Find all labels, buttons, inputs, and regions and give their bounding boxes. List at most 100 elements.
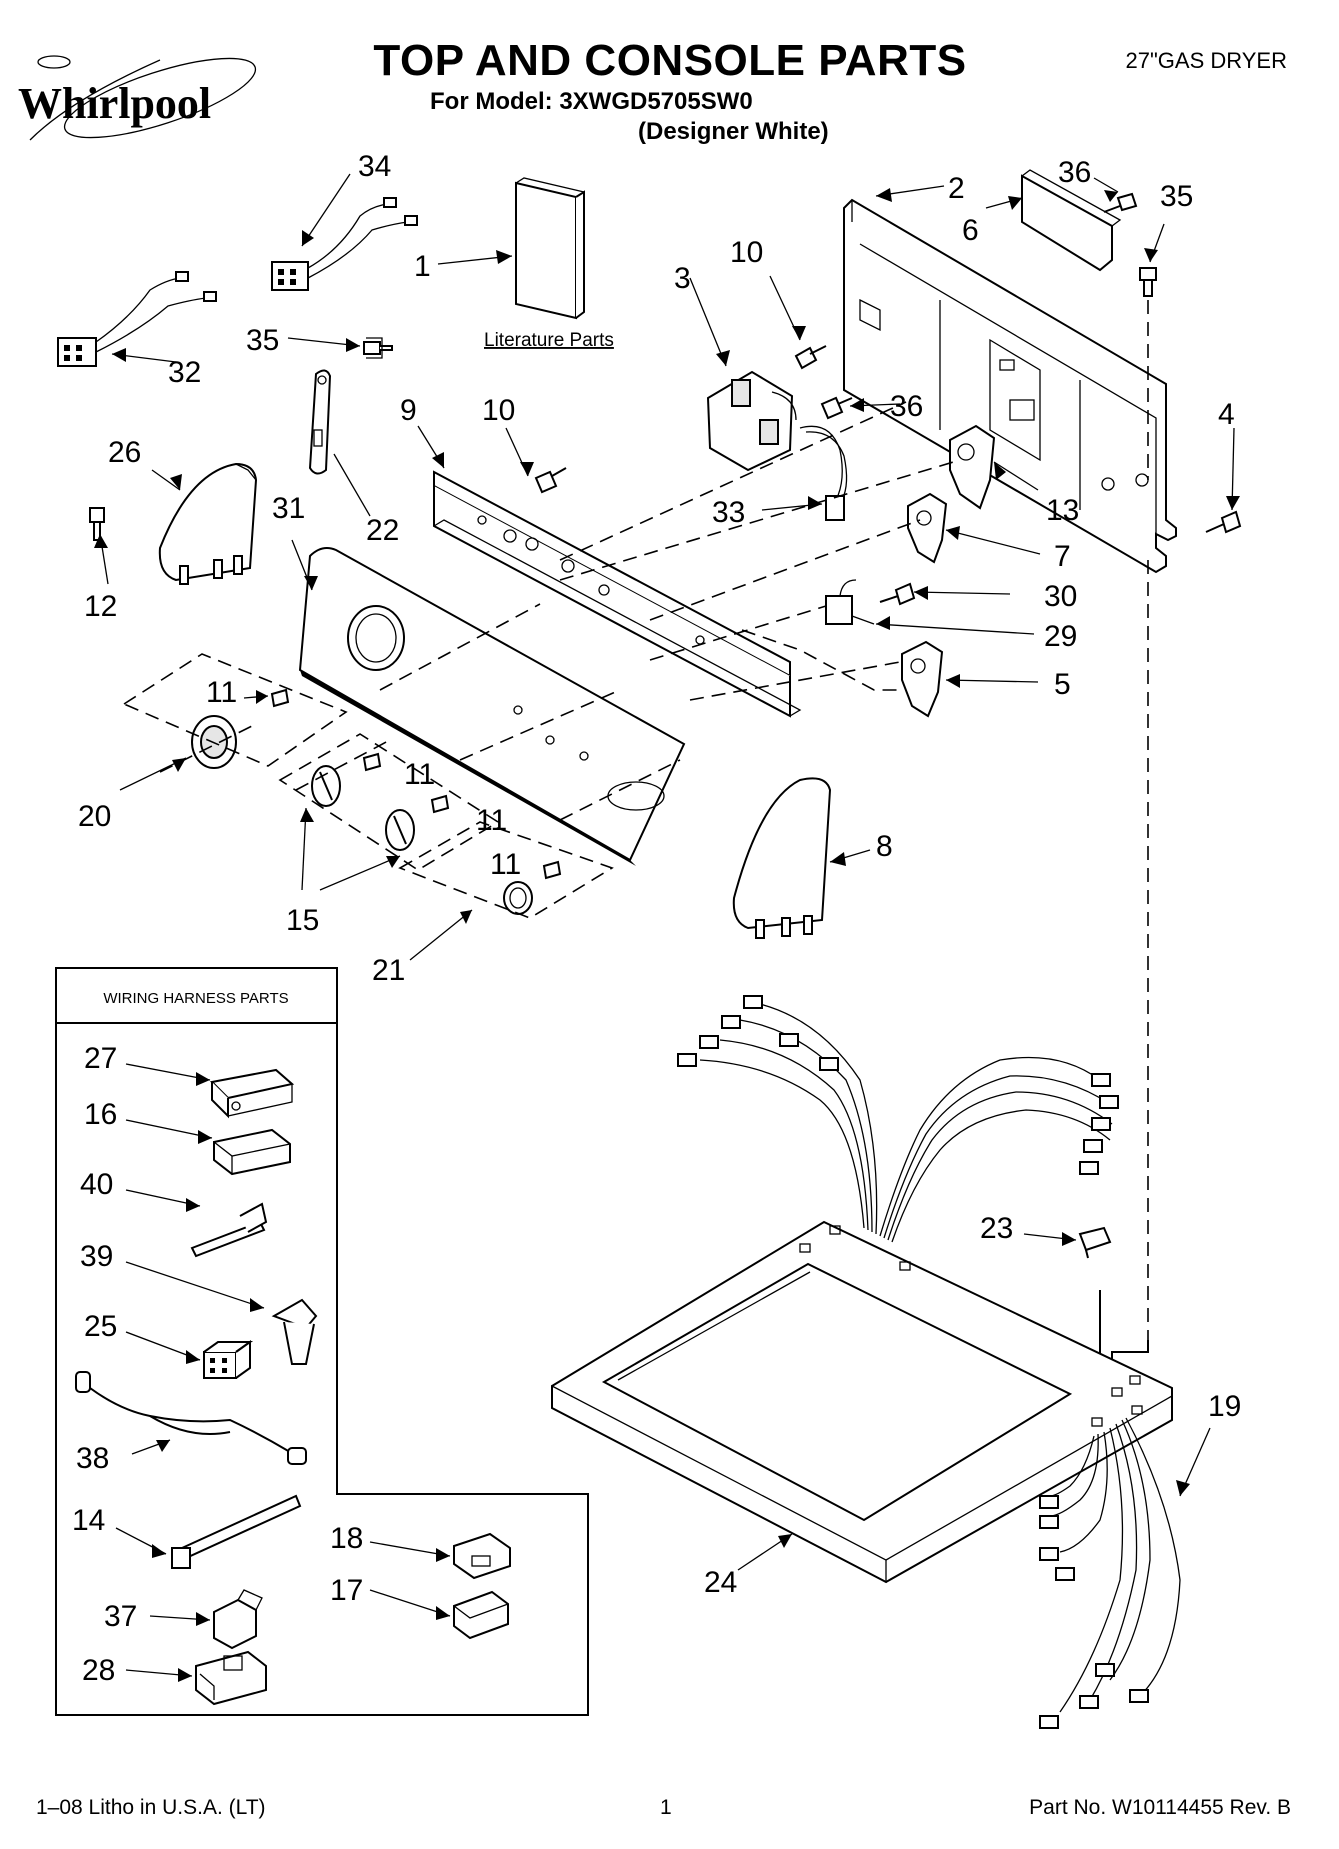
end-cap-26	[158, 462, 258, 585]
harness-19	[1039, 1417, 1181, 1729]
callout-6: 6	[962, 214, 979, 247]
screw-35	[363, 337, 393, 359]
callout-39: 39	[80, 1240, 113, 1273]
callout-18: 18	[330, 1522, 363, 1555]
terminal-40	[190, 1202, 268, 1258]
callout-11-b: 11	[404, 758, 435, 791]
callout-22: 22	[366, 514, 399, 547]
callout-20: 20	[78, 800, 111, 833]
callout-17: 17	[330, 1574, 363, 1607]
callout-15: 15	[286, 904, 319, 937]
clip-11-d	[542, 860, 562, 880]
callout-5: 5	[1054, 668, 1071, 701]
screw-30	[879, 582, 916, 606]
switch-13	[949, 424, 996, 510]
wiring-box-title: WIRING HARNESS PARTS	[103, 990, 288, 1007]
footer-litho: 1–08 Litho in U.S.A. (LT)	[36, 1796, 266, 1819]
screw-10-lower	[534, 467, 567, 494]
connector-18	[453, 1532, 511, 1580]
callout-13: 13	[1046, 494, 1079, 527]
callout-8: 8	[876, 830, 893, 863]
callout-27: 27	[84, 1042, 117, 1075]
bracket-22	[308, 369, 332, 475]
connector-37	[213, 1589, 263, 1650]
callout-1: 1	[414, 250, 431, 283]
clip-39	[271, 1298, 318, 1365]
connector-25	[203, 1340, 254, 1379]
callout-25: 25	[84, 1310, 117, 1343]
callout-11-a: 11	[206, 676, 237, 709]
literature-parts-label: Literature Parts	[484, 330, 614, 351]
callout-38: 38	[76, 1442, 109, 1475]
top-panel-24	[551, 1220, 1173, 1584]
clip-23	[1078, 1226, 1112, 1259]
knob-15-upper	[311, 765, 341, 807]
callout-35-right: 35	[1160, 180, 1193, 213]
brand-name: Whirlpool	[18, 79, 211, 128]
harness-32	[57, 271, 217, 367]
console-panel-31	[298, 547, 686, 866]
callout-4: 4	[1218, 398, 1235, 431]
screw-4	[1205, 510, 1242, 534]
callout-24: 24	[704, 1566, 737, 1599]
page-title: TOP AND CONSOLE PARTS	[373, 36, 967, 85]
end-cap-8	[732, 777, 832, 939]
screw-12	[89, 507, 105, 541]
callout-37: 37	[104, 1600, 137, 1633]
backguard-2	[843, 198, 1177, 574]
timer-3	[706, 370, 797, 472]
callout-16: 16	[84, 1098, 117, 1131]
clip-11-a	[270, 688, 290, 708]
callout-19: 19	[1208, 1390, 1241, 1423]
callout-35: 35	[246, 324, 279, 357]
cable-tie-14	[171, 1494, 302, 1569]
callout-28: 28	[82, 1654, 115, 1687]
callout-14: 14	[72, 1504, 105, 1537]
console-bracket-9	[433, 470, 802, 718]
connector-27	[209, 1068, 295, 1119]
knob-15-lower	[385, 809, 415, 851]
main-harness	[677, 995, 1119, 1243]
callout-31: 31	[272, 492, 305, 525]
screw-10-upper	[794, 345, 827, 370]
callout-3: 3	[674, 262, 691, 295]
clip-11-c	[430, 794, 450, 814]
callout-26: 26	[108, 436, 141, 469]
harness-33	[799, 425, 848, 521]
callout-2: 2	[948, 172, 965, 205]
page-number: 1	[660, 1796, 672, 1819]
callout-36-upper: 36	[1058, 156, 1091, 189]
connector-17	[453, 1590, 509, 1640]
cover-plate-6	[1021, 169, 1122, 272]
harness-34	[271, 197, 418, 291]
literature-part	[515, 177, 585, 320]
product-label: 27"GAS DRYER	[1125, 48, 1287, 73]
callout-10-upper: 10	[730, 236, 763, 269]
callout-9: 9	[400, 394, 417, 427]
callout-11-d: 11	[490, 848, 521, 881]
screw-35-right	[1139, 267, 1157, 297]
callout-21: 21	[372, 954, 405, 987]
harness-38	[75, 1371, 307, 1465]
callout-36-lower: 36	[890, 390, 923, 423]
callout-11-c: 11	[476, 804, 507, 837]
callout-7: 7	[1054, 540, 1071, 573]
callout-34: 34	[358, 150, 391, 183]
switch-7	[907, 492, 948, 564]
callout-33: 33	[712, 496, 745, 529]
callout-23: 23	[980, 1212, 1013, 1245]
connector-28	[195, 1650, 267, 1706]
footer-part-number: Part No. W10114455 Rev. B	[1029, 1796, 1291, 1819]
leader-arrowheads	[94, 188, 1240, 1682]
whirlpool-swirl-icon: Whirlpool	[18, 55, 257, 141]
screw-36-right	[1103, 192, 1138, 213]
callout-10-lower: 10	[482, 394, 515, 427]
whirlpool-logo: Whirlpool	[10, 40, 260, 160]
connector-16	[213, 1128, 291, 1176]
callout-30: 30	[1044, 580, 1077, 613]
callout-40: 40	[80, 1168, 113, 1201]
knob-21	[503, 881, 533, 915]
switch-5	[901, 640, 944, 718]
screw-36	[820, 396, 853, 420]
